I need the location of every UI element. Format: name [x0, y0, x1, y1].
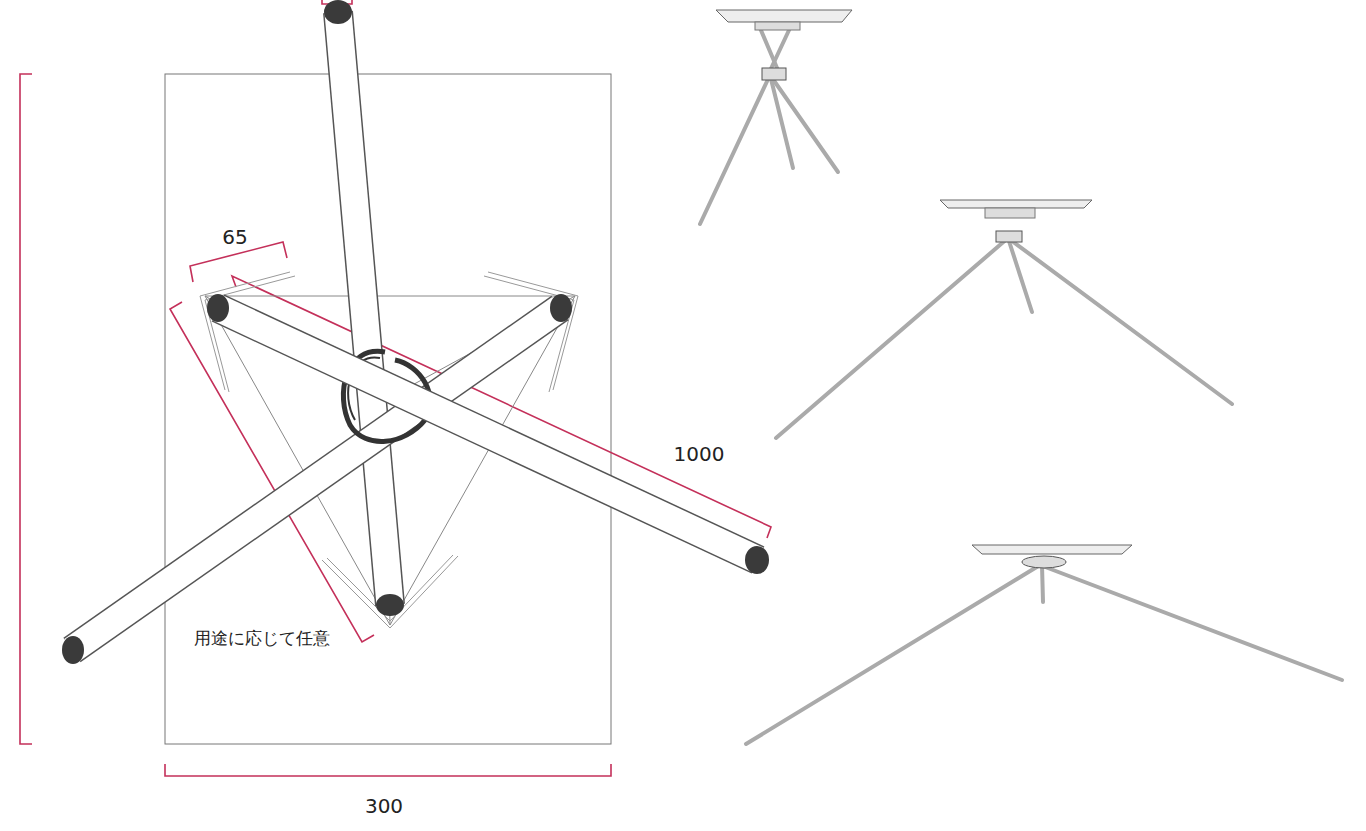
- dimension-lines: [20, 0, 771, 776]
- table-sketch-1: [700, 28, 838, 224]
- table-sketch-2-top: [940, 200, 1092, 242]
- tube-ends: [62, 0, 769, 664]
- tripod-legs: [72, 12, 758, 650]
- table-sketch-3-top: [972, 545, 1132, 568]
- dimension-label: 1000: [672, 443, 727, 465]
- table-sketch-3: [746, 565, 1342, 744]
- dimension-label: 300: [363, 795, 405, 817]
- table-sketch-1-top: [716, 10, 852, 80]
- table-sketch-2: [776, 238, 1232, 438]
- top-plate-outline: [165, 74, 611, 744]
- dimension-label: 用途に応じて任意: [192, 629, 332, 648]
- dimension-label: 65: [220, 226, 249, 248]
